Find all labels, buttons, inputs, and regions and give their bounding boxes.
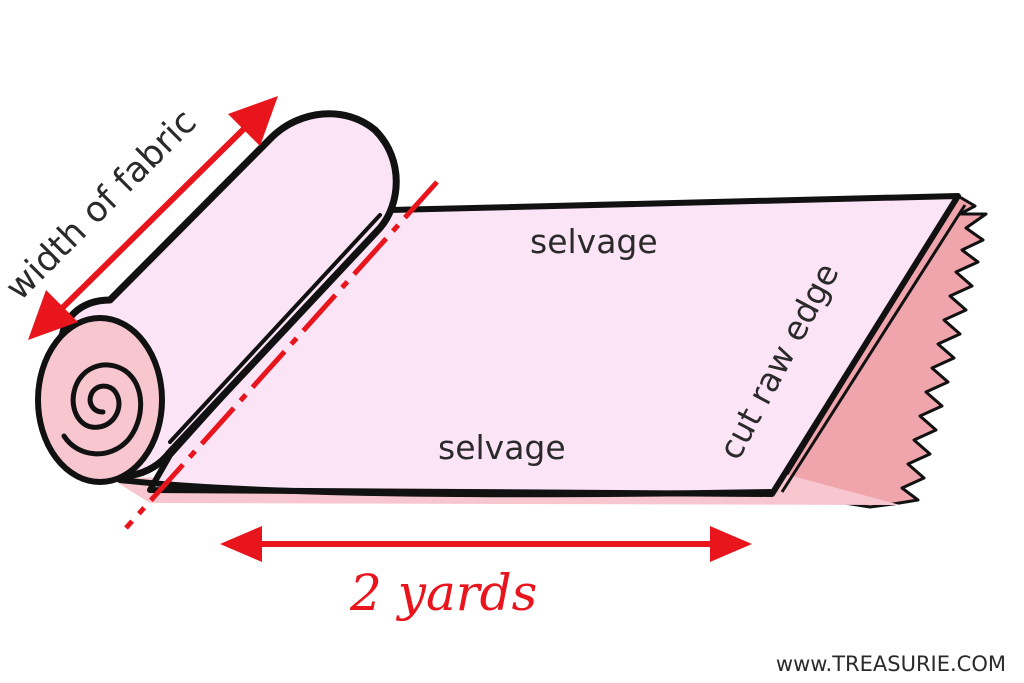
watermark: www.TREASURIE.COM (776, 652, 1006, 676)
bottom-edge (117, 477, 773, 498)
spiral-icon (61, 362, 144, 457)
cut-raw-edge-zigzag (774, 194, 988, 509)
cut-line-dashed (124, 180, 439, 530)
roll-end-face (35, 315, 165, 485)
cut-edge-line (780, 204, 967, 493)
selvage-top-label: selvage (530, 222, 658, 261)
length-arrow (220, 526, 752, 562)
width-arrow (28, 96, 278, 340)
length-label: 2 yards (349, 564, 537, 622)
roll-inner-line (168, 213, 382, 444)
selvage-bottom-label: selvage (438, 428, 566, 467)
